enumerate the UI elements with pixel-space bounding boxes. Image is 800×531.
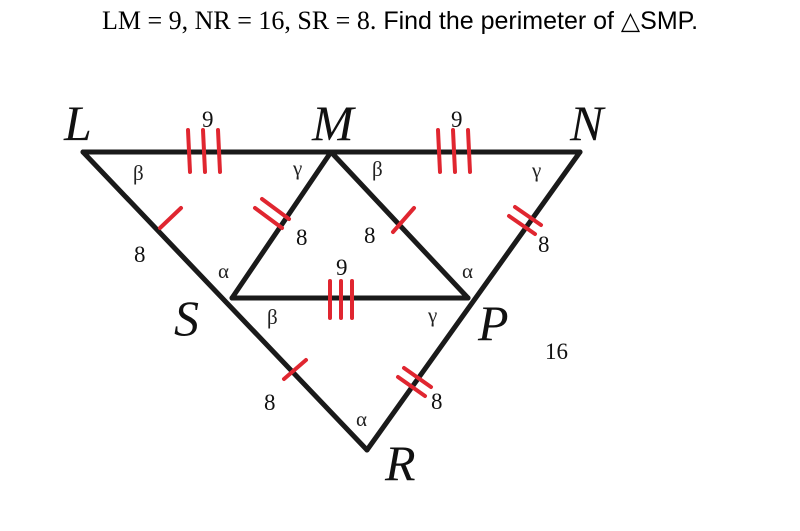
label-SP: 9 [336,255,348,280]
segment-labels: 9 9 9 8 8 8 8 8 8 [134,107,550,415]
label-SR: 8 [264,390,276,415]
angle-L: β [133,161,144,185]
vertex-R: R [384,435,416,491]
vertex-S: S [174,290,199,346]
tick-SP [328,279,354,320]
tick-PR [396,366,433,398]
edge-MS [229,149,334,301]
vertex-P: P [477,295,509,351]
diagram-edges [80,149,583,453]
label-LM: 9 [202,107,214,132]
angle-S-top: α [218,259,229,283]
tick-LS [158,206,183,230]
edge-NR [364,149,583,453]
vertex-M: M [311,95,356,151]
tick-MN [436,128,472,174]
label-MN: 9 [451,107,463,132]
angle-N: γ [531,158,541,182]
label-PR: 8 [431,389,443,414]
edge-LR [80,149,370,453]
angle-R: α [356,407,367,431]
vertex-L: L [63,95,92,151]
tick-SM [253,197,291,230]
angle-P-top: α [462,259,473,283]
angle-labels: β γ β γ α α β γ α [133,156,541,431]
side-note: 16 [545,339,568,364]
angle-M-left: γ [292,156,302,180]
question-text: Find the perimeter of △SMP. [383,7,699,35]
angle-P-bottom: γ [427,303,437,327]
vertex-labels: L M N S P R [63,95,606,491]
tick-NP [507,205,543,236]
tick-MP [391,206,416,234]
tick-marks [158,128,543,398]
problem-statement: LM = 9, NR = 16, SR = 8. Find the perime… [0,6,800,36]
angle-M-right: β [372,157,383,181]
angle-S-bottom: β [267,305,278,329]
tick-SR [282,358,308,381]
label-MP: 8 [364,223,376,248]
given-values: LM = 9, NR = 16, SR = 8. [101,6,377,35]
vertex-N: N [569,95,606,151]
tick-LM [186,128,222,174]
label-LS: 8 [134,242,146,267]
label-NP: 8 [538,232,550,257]
label-SM: 8 [296,225,308,250]
